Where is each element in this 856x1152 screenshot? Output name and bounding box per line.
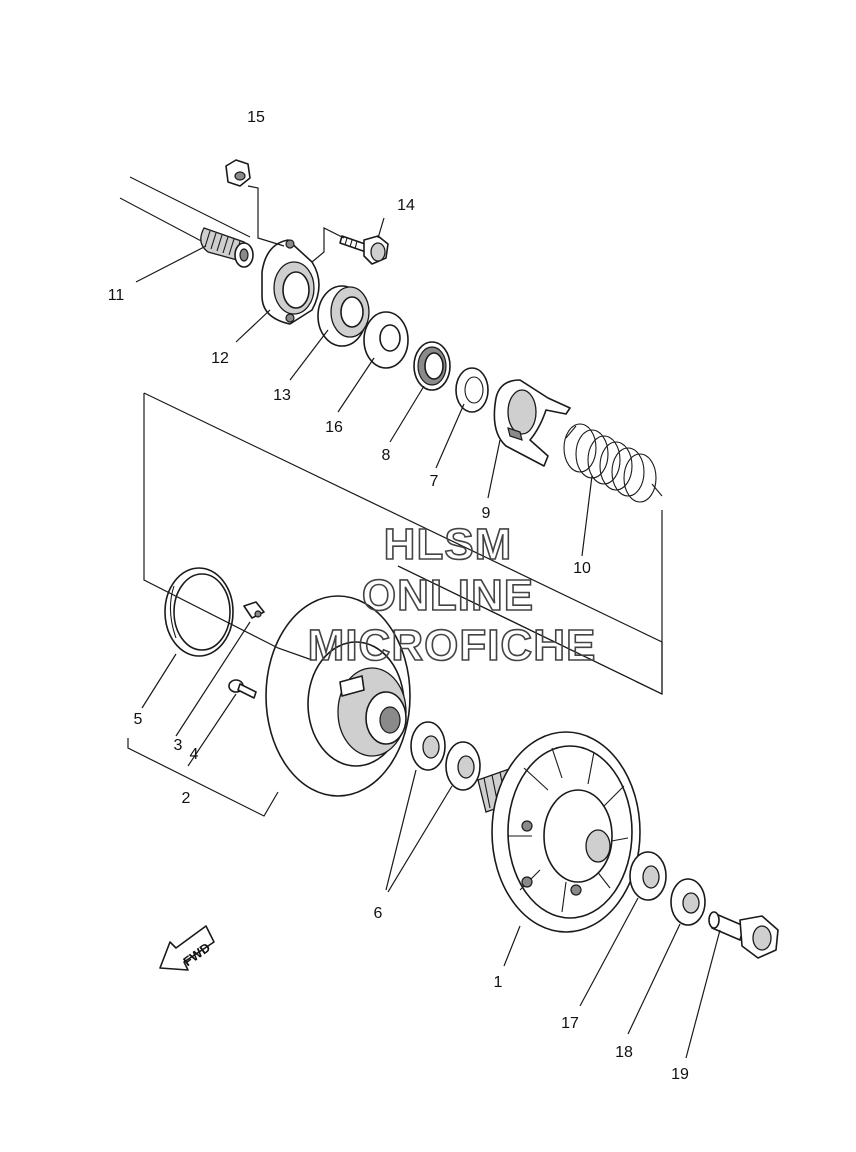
callout-2: 2 (182, 790, 191, 807)
callout-7: 7 (430, 473, 439, 490)
callout-4: 4 (190, 746, 199, 763)
screw-part-3 (243, 601, 265, 619)
callout-11: 11 (108, 287, 125, 304)
fwd-arrow-icon: FWD (159, 925, 215, 971)
lock-washer-part-7 (455, 367, 489, 413)
callout-10: 10 (573, 560, 591, 577)
callout-6: 6 (374, 905, 383, 922)
bolt-part-14 (339, 235, 389, 265)
spring-part-10 (563, 423, 663, 503)
bolt-part-19 (708, 911, 779, 959)
sheave-part-2 (265, 595, 411, 797)
washer-pair-part-6 (410, 721, 481, 791)
washer-part-17 (629, 851, 667, 901)
primary-sheave-part-1 (477, 731, 641, 933)
washer-part-16 (363, 311, 409, 369)
callout-17: 17 (561, 1015, 579, 1032)
bracket-5-10 (143, 393, 313, 661)
bracket-2 (127, 738, 279, 817)
screw-part-4 (228, 679, 257, 699)
callout-3: 3 (174, 737, 183, 754)
callout-5: 5 (134, 711, 143, 728)
ball-bearing-part-13 (317, 285, 370, 347)
callout-13: 13 (273, 387, 291, 404)
callout-19: 19 (671, 1066, 689, 1083)
callout-8: 8 (382, 447, 391, 464)
callout-15: 15 (247, 109, 265, 126)
ring-part-5 (164, 567, 234, 657)
watermark-line-1: HLSM (384, 520, 513, 569)
callout-12: 12 (211, 350, 229, 367)
callout-1: 1 (494, 974, 503, 991)
washer-part-18 (670, 878, 706, 926)
leader-lines (135, 185, 721, 1059)
cam-part-9 (493, 379, 571, 467)
nut-part-15 (225, 159, 251, 187)
callout-9: 9 (482, 505, 491, 522)
watermark: HLSM ONLINE MICROFICHE (307, 519, 597, 671)
watermark-line-2: ONLINE (362, 571, 534, 620)
watermark-line-3: MICROFICHE (308, 621, 597, 670)
lock-nut-part-8 (413, 341, 451, 391)
callout-numbers: 1 2 3 4 5 6 7 8 9 10 11 12 13 14 15 16 1… (108, 109, 689, 1083)
bearing-housing-part-12 (261, 239, 320, 325)
callout-16: 16 (325, 419, 343, 436)
callout-14: 14 (397, 197, 415, 214)
callout-18: 18 (615, 1044, 633, 1061)
shaft-part-11 (119, 176, 254, 268)
